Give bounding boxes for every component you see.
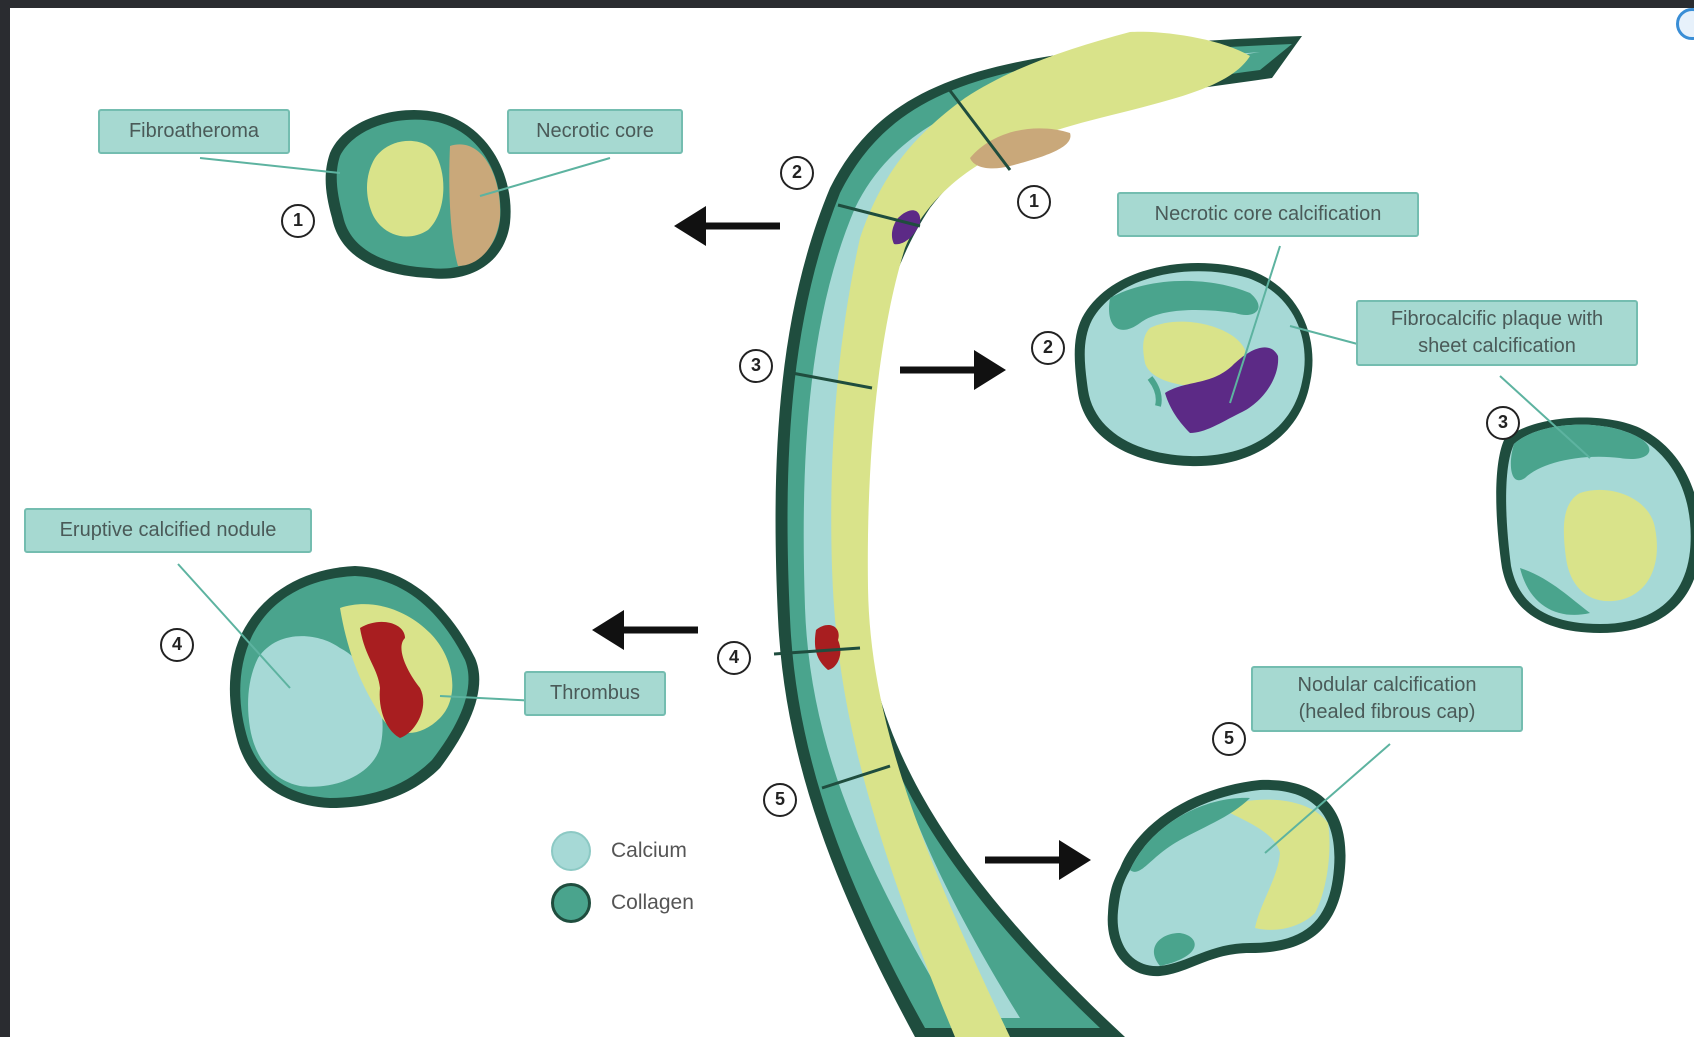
marker-4-cross-section: 4 bbox=[160, 628, 194, 662]
label-thrombus: Thrombus bbox=[524, 671, 666, 716]
legend-collagen-swatch bbox=[551, 883, 591, 923]
label-fibrocalcific-line-2: sheet calcification bbox=[1368, 333, 1626, 360]
marker-5-cross-section: 5 bbox=[1212, 722, 1246, 756]
section-2-cross-section bbox=[1075, 263, 1313, 466]
label-nodular-line-1: Nodular calcification bbox=[1263, 672, 1511, 699]
marker-2-cross-section: 2 bbox=[1031, 331, 1065, 365]
section-3-cross-section bbox=[1496, 418, 1694, 633]
label-fibrocalcific-plaque: Fibrocalcific plaque with sheet calcific… bbox=[1356, 300, 1638, 366]
label-necrotic-core: Necrotic core bbox=[507, 109, 683, 154]
marker-2-artery: 2 bbox=[780, 156, 814, 190]
label-nodular-line-2: (healed fibrous cap) bbox=[1263, 699, 1511, 726]
marker-3-cross-section: 3 bbox=[1486, 406, 1520, 440]
marker-4-artery: 4 bbox=[717, 641, 751, 675]
arrow-to-section-4 bbox=[592, 610, 698, 650]
arrow-to-section-1 bbox=[674, 206, 780, 246]
label-fibroatheroma: Fibroatheroma bbox=[98, 109, 290, 154]
diagram-canvas: Fibroatheroma Necrotic core Necrotic cor… bbox=[10, 8, 1694, 1037]
label-fibrocalcific-line-1: Fibrocalcific plaque with bbox=[1368, 306, 1626, 333]
marker-1-artery: 1 bbox=[1017, 185, 1051, 219]
arrow-to-section-5 bbox=[985, 840, 1091, 880]
marker-5-artery: 5 bbox=[763, 783, 797, 817]
arrow-to-section-2 bbox=[900, 350, 1006, 390]
legend-calcium-label: Calcium bbox=[611, 839, 687, 863]
label-eruptive-calcified-nodule: Eruptive calcified nodule bbox=[24, 508, 312, 553]
legend-calcium-swatch bbox=[551, 831, 591, 871]
label-necrotic-core-calcification: Necrotic core calcification bbox=[1117, 192, 1419, 237]
section-4-cross-section bbox=[230, 566, 479, 808]
label-nodular-calcification: Nodular calcification (healed fibrous ca… bbox=[1251, 666, 1523, 732]
section-5-cross-section bbox=[1108, 780, 1346, 976]
marker-1-cross-section: 1 bbox=[281, 204, 315, 238]
legend-collagen-label: Collagen bbox=[611, 891, 694, 915]
marker-3-artery: 3 bbox=[739, 349, 773, 383]
